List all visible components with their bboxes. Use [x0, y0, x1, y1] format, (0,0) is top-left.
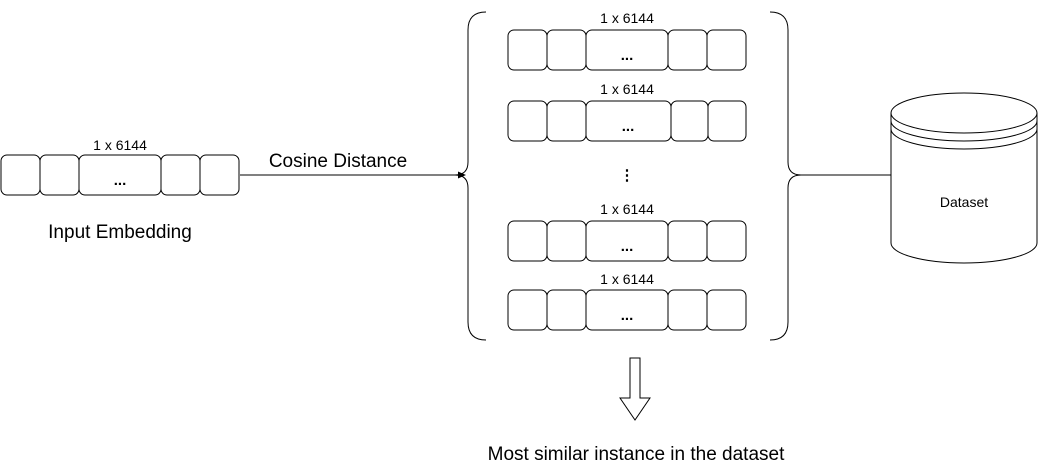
candidate-ellipsis: ... — [622, 118, 635, 135]
vector-cell — [546, 289, 587, 331]
vector-cell — [160, 154, 201, 196]
arrowhead-icon — [458, 171, 466, 179]
candidate-ellipsis: ... — [621, 47, 634, 64]
vector-cell — [546, 29, 587, 71]
candidate-dims-label: 1 x 6144 — [600, 81, 654, 97]
vector-cell — [507, 220, 548, 262]
candidate-vector: 1 x 6144 ... — [507, 271, 747, 331]
vector-cell — [546, 220, 587, 262]
vector-cell — [507, 289, 548, 331]
input-ellipsis: ... — [114, 172, 127, 189]
candidate-vector: 1 x 6144 ... — [507, 201, 747, 262]
vector-cell — [706, 29, 747, 71]
candidate-dims-label: 1 x 6144 — [600, 10, 654, 26]
vector-cell — [39, 154, 80, 196]
vector-cell — [0, 154, 41, 196]
vector-cell — [670, 100, 709, 142]
candidate-vector: 1 x 6144 ... — [507, 81, 747, 142]
vector-cell — [507, 29, 548, 71]
vector-cell — [706, 289, 747, 331]
right-brace — [769, 11, 802, 341]
candidate-ellipsis: ... — [621, 307, 634, 324]
vector-cell — [707, 100, 747, 142]
vector-cell — [546, 100, 587, 142]
dataset-cylinder-icon — [890, 92, 1038, 264]
input-dims-label: 1 x 6144 — [93, 137, 147, 153]
down-arrow-icon — [619, 357, 651, 421]
vector-cell — [706, 220, 747, 262]
cosine-distance-label: Cosine Distance — [269, 151, 407, 172]
left-brace — [454, 11, 487, 341]
candidate-vector: 1 x 6144 ... — [507, 10, 747, 71]
input-embedding-vector: 1 x 6144 ... — [0, 137, 240, 196]
input-embedding-label: Input Embedding — [48, 222, 192, 243]
dataset-label: Dataset — [940, 194, 988, 210]
vertical-ellipsis: ⋮ — [620, 167, 635, 184]
vector-cell — [507, 100, 548, 142]
candidate-dims-label: 1 x 6144 — [600, 201, 654, 217]
vector-cell — [667, 220, 708, 262]
vector-cell — [667, 29, 708, 71]
vector-cell — [667, 289, 708, 331]
result-label: Most similar instance in the dataset — [488, 444, 785, 465]
candidate-ellipsis: ... — [621, 238, 634, 255]
vector-cell — [199, 154, 240, 196]
candidate-dims-label: 1 x 6144 — [600, 271, 654, 287]
